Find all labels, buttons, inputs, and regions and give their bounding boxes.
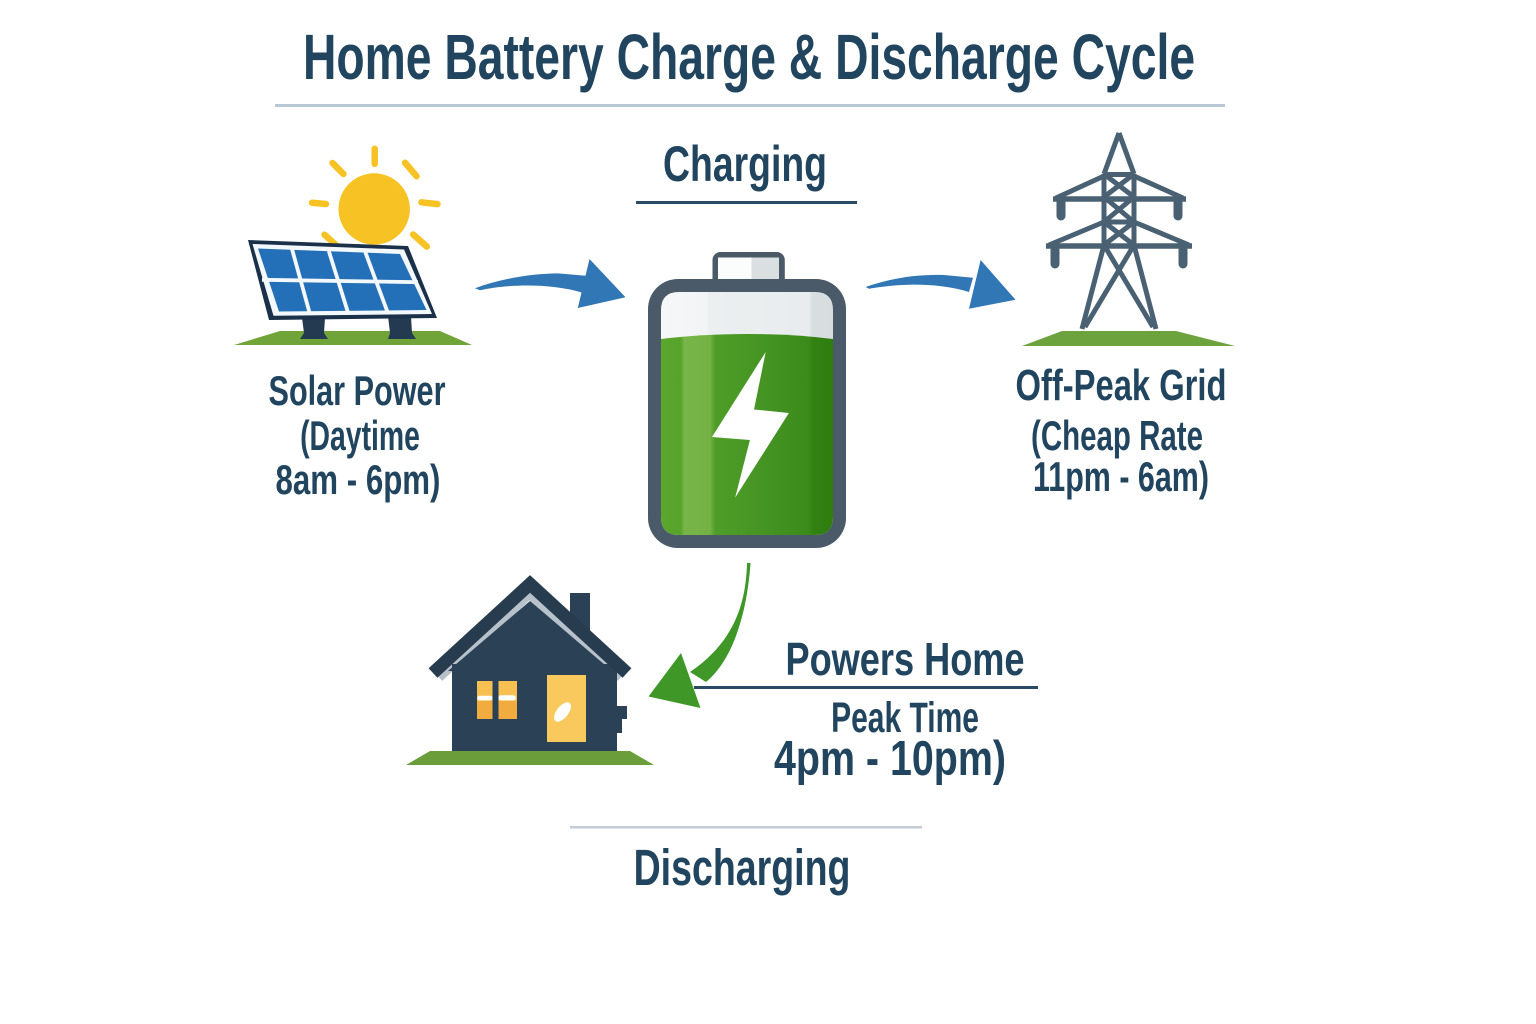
svg-text:Powers Home: Powers Home — [785, 634, 1024, 685]
svg-text:8am - 6pm): 8am - 6pm) — [276, 455, 441, 503]
svg-text:Off-Peak Grid: Off-Peak Grid — [1016, 361, 1227, 410]
svg-text:(Cheap Rate: (Cheap Rate — [1031, 412, 1203, 459]
svg-text:11pm - 6am): 11pm - 6am) — [1033, 453, 1209, 500]
svg-text:Peak Time: Peak Time — [831, 693, 979, 742]
svg-text:Solar Power: Solar Power — [269, 367, 446, 414]
svg-text:(Daytime: (Daytime — [300, 413, 420, 460]
svg-text:Home Battery Charge & Discharg: Home Battery Charge & Discharge Cycle — [303, 21, 1195, 93]
svg-text:Discharging: Discharging — [634, 839, 851, 896]
svg-text:Charging: Charging — [663, 137, 827, 193]
svg-text:4pm - 10pm): 4pm - 10pm) — [774, 732, 1006, 786]
